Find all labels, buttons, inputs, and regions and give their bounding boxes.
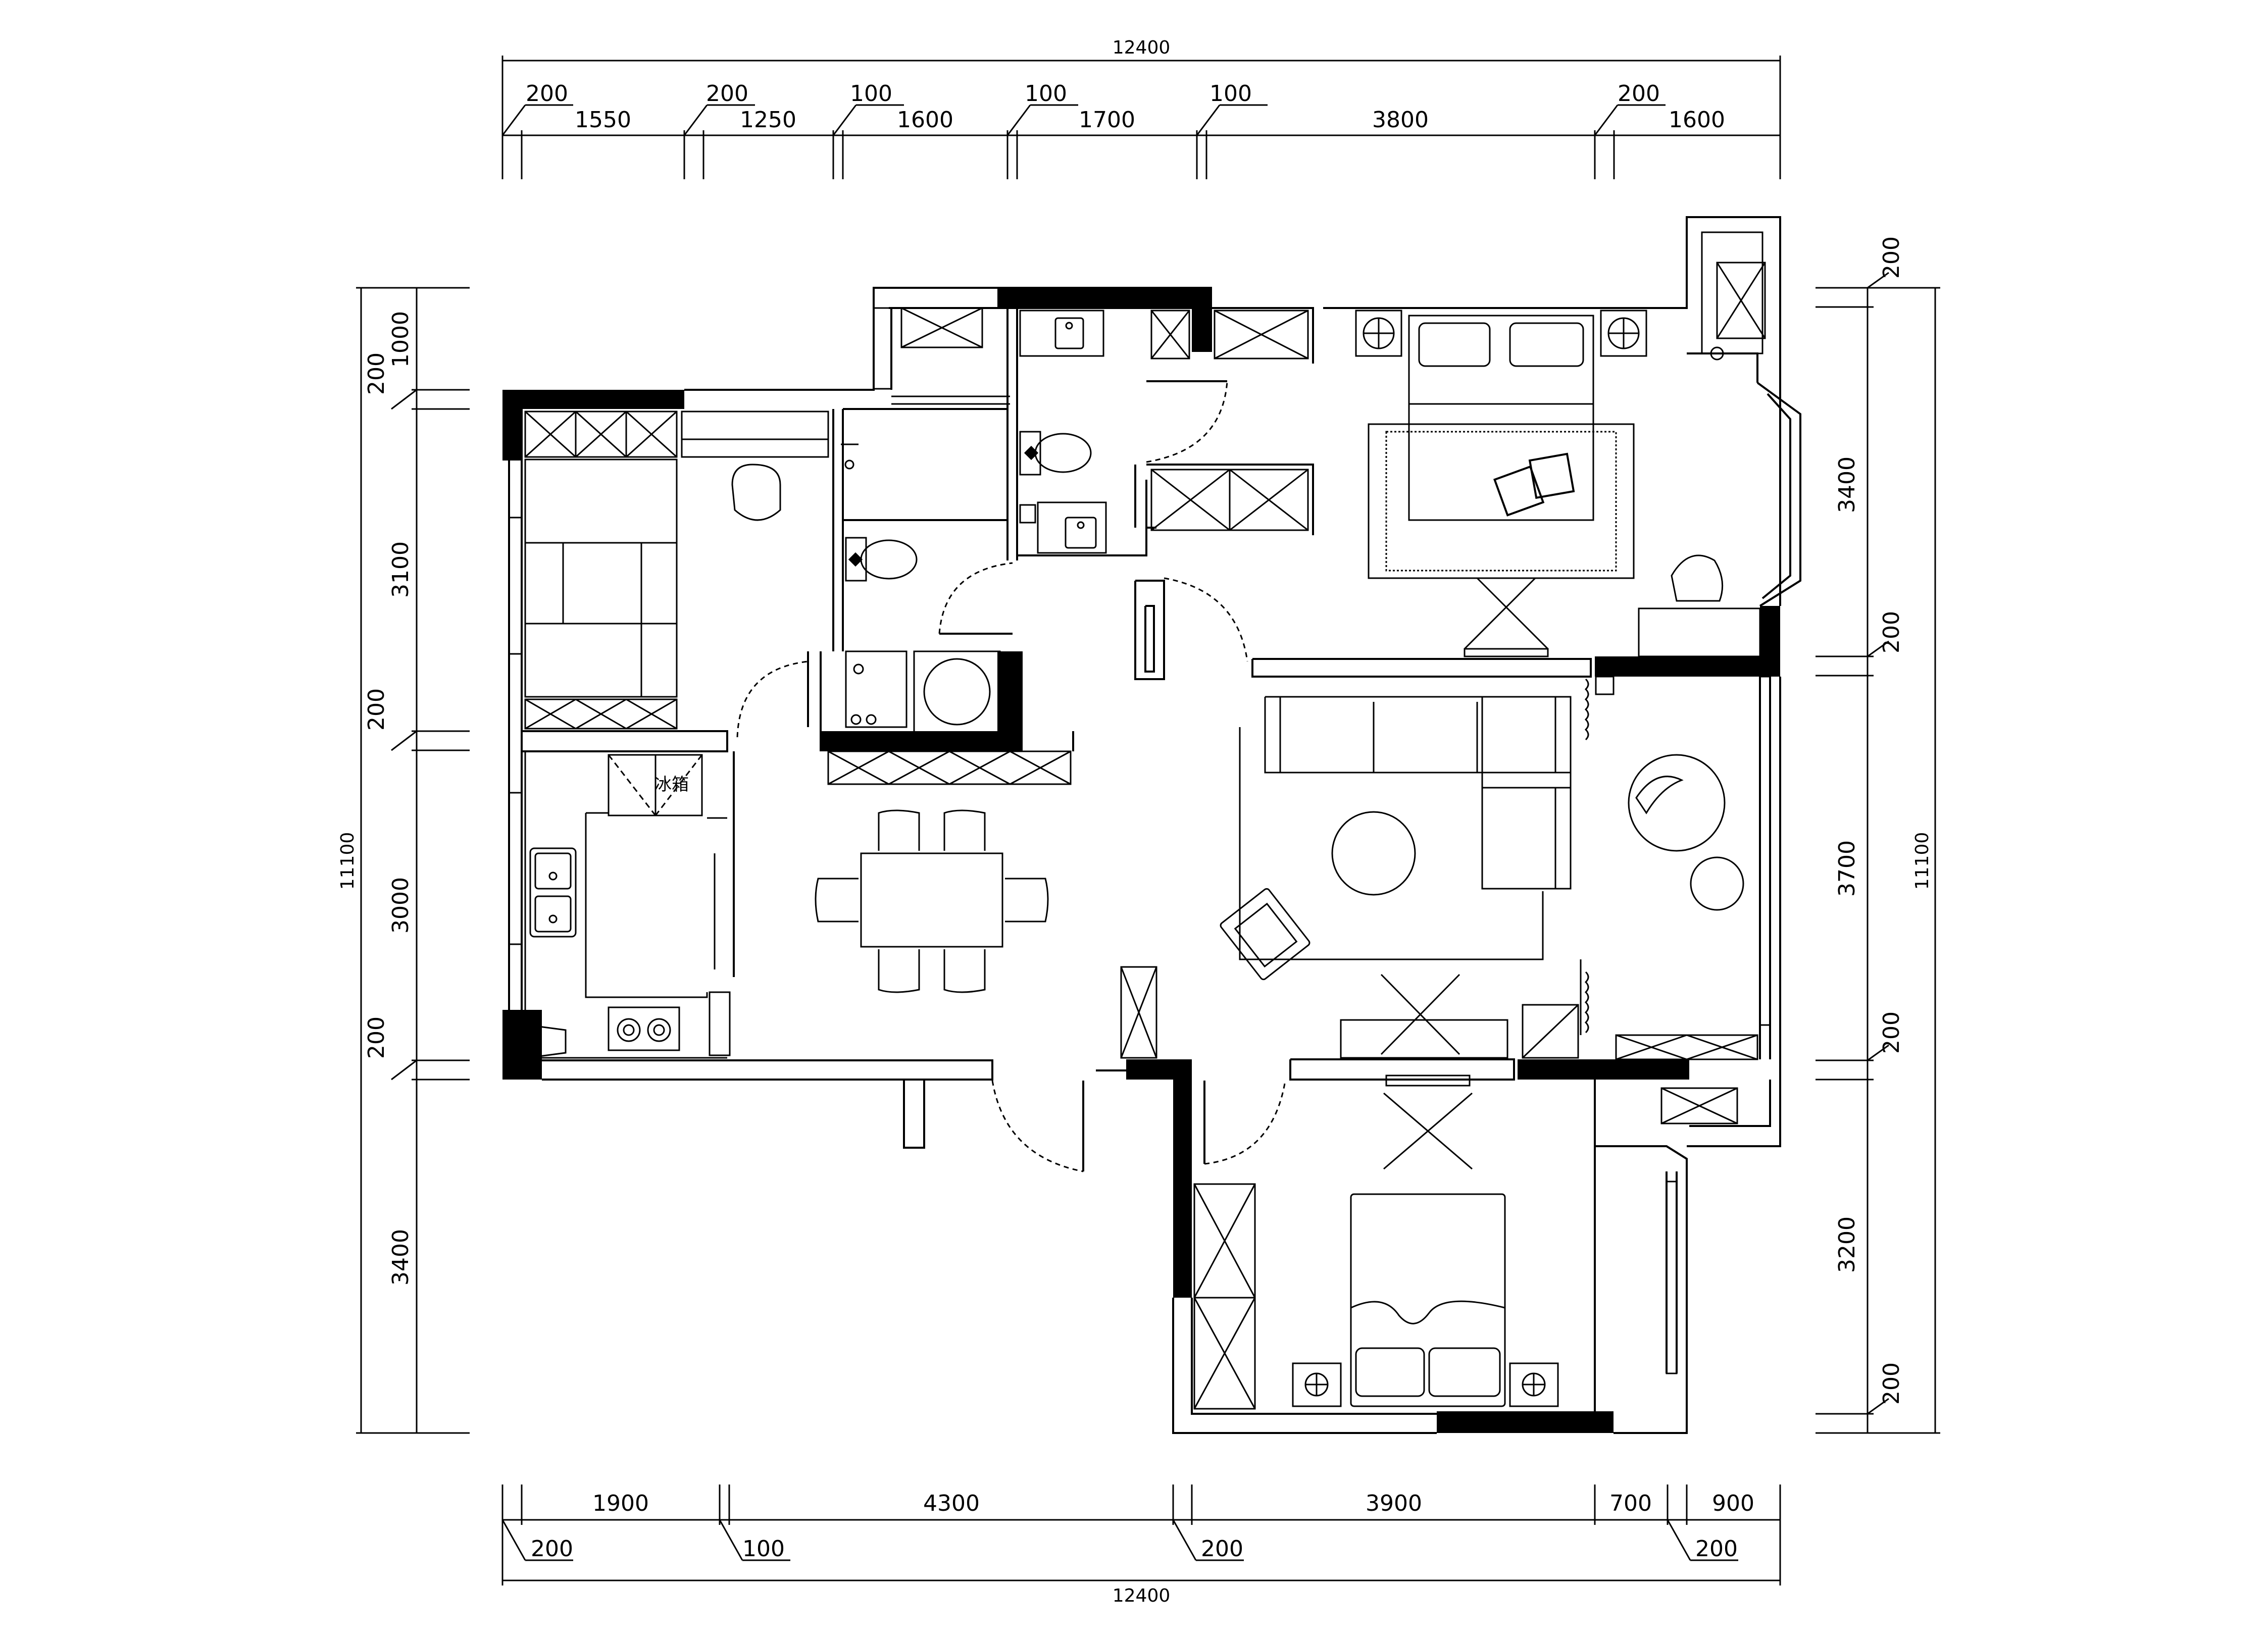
wardrobes xyxy=(524,262,1766,1410)
armchair xyxy=(1220,888,1311,981)
left-seg-4: 3400 xyxy=(388,1229,414,1286)
bath-left-basin xyxy=(841,443,859,470)
top-seg-3: 1600 xyxy=(897,107,953,133)
top-dimension-chain xyxy=(501,56,1781,179)
bath-top-sink xyxy=(1019,310,1104,357)
bottom-seg-4: 700 xyxy=(1609,1491,1652,1516)
lounge-chair xyxy=(1628,754,1744,911)
bath-mid-sink xyxy=(1019,501,1107,554)
bottom-wall-2: 100 xyxy=(742,1536,785,1562)
left-seg-1: 1000 xyxy=(388,311,414,368)
bottom-wall-3: 200 xyxy=(1201,1536,1243,1562)
bottom-seg-1: 1900 xyxy=(592,1491,649,1516)
top-seg-6: 1600 xyxy=(1669,107,1725,133)
right-wall-1: 200 xyxy=(1879,236,1904,279)
left-wall-1: 200 xyxy=(364,352,389,395)
bottom-wall-4: 200 xyxy=(1695,1536,1738,1562)
left-wall-2: 200 xyxy=(364,688,389,731)
living-rug xyxy=(1239,727,1544,960)
washing-machine xyxy=(527,1024,567,1059)
top-seg-5: 3800 xyxy=(1372,107,1429,133)
coffee-table xyxy=(1331,811,1416,896)
bath-left-toilet xyxy=(845,537,918,582)
kitchen-chair xyxy=(731,464,781,521)
top-wall-4: 100 xyxy=(1025,81,1067,107)
fridge-label: 冰箱 xyxy=(654,775,689,795)
bath-top-toilet xyxy=(1019,431,1092,476)
top-seg-4: 1700 xyxy=(1079,107,1135,133)
tv-wall-unit xyxy=(1383,1074,1473,1170)
kitchen-sink xyxy=(529,847,577,938)
curtain-living xyxy=(1580,676,1615,1035)
desk-chair xyxy=(1638,554,1761,657)
right-wall-4: 200 xyxy=(1879,1362,1904,1405)
right-seg-3: 3200 xyxy=(1834,1216,1860,1273)
right-wall-2: 200 xyxy=(1879,611,1904,653)
tv-cabinet xyxy=(1340,974,1579,1059)
windows xyxy=(508,307,1771,1374)
left-total-label: 11100 xyxy=(337,832,358,890)
master-rug xyxy=(1368,423,1635,579)
left-wall-3: 200 xyxy=(364,1016,389,1059)
living-sofa xyxy=(1264,696,1572,890)
top-wall-1: 200 xyxy=(526,81,568,107)
round-bathtub xyxy=(913,650,1001,733)
master-nightstands xyxy=(1355,310,1647,357)
left-dimension-chain xyxy=(356,287,470,1434)
gas-stove xyxy=(608,1006,680,1051)
right-seg-2: 3700 xyxy=(1834,840,1860,897)
shower xyxy=(845,650,908,728)
bedroom2-nightstands xyxy=(1292,1362,1559,1407)
master-tv xyxy=(1464,577,1549,657)
left-seg-2: 3100 xyxy=(388,541,414,598)
kitchen-counter xyxy=(524,752,731,1059)
top-seg-1: 1550 xyxy=(575,107,631,133)
top-seg-2: 1250 xyxy=(740,107,796,133)
bedroom2-bed xyxy=(1350,1193,1506,1407)
bottom-dimension-chain xyxy=(501,1485,1781,1585)
left-sofa-bed xyxy=(524,458,678,698)
left-seg-3: 3000 xyxy=(388,877,414,934)
top-wall-5: 100 xyxy=(1209,81,1252,107)
solid-walls xyxy=(502,289,1780,1433)
door-swings xyxy=(736,381,1286,1172)
master-pillows xyxy=(1493,452,1575,517)
right-total-label: 11100 xyxy=(1912,832,1933,890)
bottom-seg-2: 4300 xyxy=(923,1491,980,1516)
master-bed xyxy=(1408,315,1594,521)
bottom-wall-1: 200 xyxy=(531,1536,573,1562)
right-dimension-chain xyxy=(1816,272,1940,1434)
dining-table xyxy=(815,809,1049,993)
top-wall-3: 100 xyxy=(850,81,892,107)
master-bath-fixture xyxy=(1701,231,1763,361)
top-wall-6: 200 xyxy=(1618,81,1660,107)
top-total-label: 12400 xyxy=(1113,37,1171,58)
top-wall-2: 200 xyxy=(706,81,748,107)
right-wall-3: 200 xyxy=(1879,1011,1904,1054)
bottom-seg-3: 3900 xyxy=(1366,1491,1422,1516)
bottom-total-label: 12400 xyxy=(1113,1585,1171,1606)
wall-outlines xyxy=(508,216,1801,1434)
bottom-seg-5: 900 xyxy=(1712,1491,1754,1516)
right-seg-1: 3400 xyxy=(1834,456,1860,513)
door-leaves xyxy=(807,380,1227,1171)
